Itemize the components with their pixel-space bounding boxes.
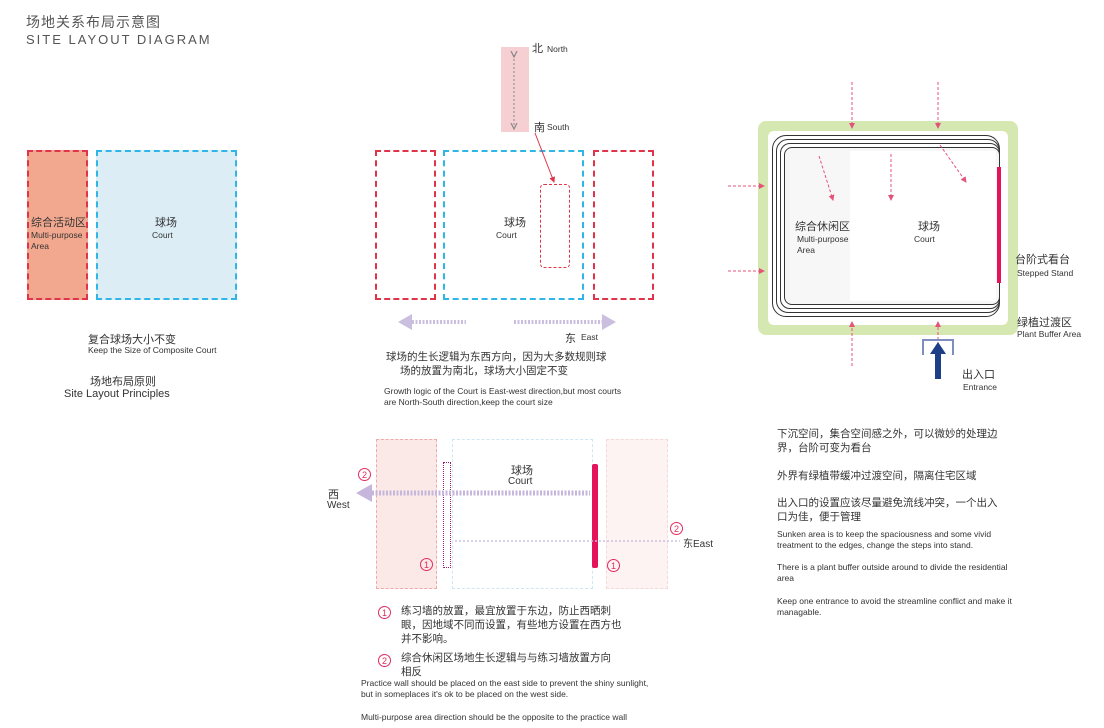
marker-2-west: 2 [358,468,371,481]
notes-cn-1b: 界，台阶可变为看台 [777,442,872,454]
south-label-en: South [547,122,570,132]
east-practice-wall [592,464,598,568]
court-area [96,150,237,300]
court-label-cn: 球场 [155,217,177,229]
note1-cn-2: 眼，因地域不同而设置，有些地方设置在西方也 [401,619,622,631]
entrance-label-en: Entrance [963,382,998,392]
panel3-court [850,151,996,301]
buffer-label-en: Plant Buffer Area [1017,329,1082,339]
entrance-label-cn: 出入口 [962,369,995,381]
west-label-cn: 西 [328,489,339,501]
west-label-en: West [327,500,350,511]
inflow-arrows [728,82,967,366]
notes-en-1a: Sunken area is to keep the spaciousness … [777,529,992,539]
notes-cn-1a: 下沉空间，集合空间感之外，可以微妙的处理边 [777,428,998,440]
west-arrow-panel2 [398,314,466,330]
principle-label-cn: 场地布局原则 [90,376,156,388]
notes-en-1b: treatment to the edges, change the steps… [777,540,974,550]
panel3-court-cn: 球场 [918,221,940,233]
notes-en-3a: Keep one entrance to avoid the streamlin… [777,596,1012,606]
note1-cn-3: 并不影响。 [401,633,454,645]
rotated-court-outline [540,184,570,268]
note-en-2: Multi-purpose area direction should be t… [361,712,628,722]
marker-1-east: 1 [607,559,620,572]
marker-1-west: 1 [420,558,433,571]
north-label-en: North [547,44,568,54]
notes-cn-3b: 口为佳，便于管理 [777,511,861,523]
panel2-desc-cn-1: 球场的生长逻辑为东西方向，因为大多数规则球 [386,351,607,363]
legend-marker-1: 1 [378,606,391,619]
multi-purpose-label-en: Multi-purpose [31,230,83,240]
court-label-en: Court [152,230,173,240]
principle-label-en: Site Layout Principles [64,388,170,400]
panel2-desc-en-2: are North-South direction,keep the court… [384,397,553,407]
court-zone [443,150,584,300]
multi-purpose-label-en-2: Area [31,241,49,251]
panel4-court-en: Court [508,476,533,487]
leisure-label-cn: 综合休闲区 [795,221,850,233]
west-zone [375,150,436,300]
panel2-desc-en-1: Growth logic of the Court is East-west d… [384,386,622,396]
west-arrow-panel4 [356,484,590,502]
multi-purpose-area [27,150,88,300]
buffer-label-cn: 绿植过渡区 [1017,317,1072,329]
multi-purpose-label-cn: 综合活动区 [31,217,86,229]
notes-en-2b: area [777,573,795,583]
note-en-1b: but in someplaces it's ok to be placed o… [361,689,569,699]
notes-en-2a: There is a plant buffer outside around t… [777,562,1008,572]
panel2-desc-cn-2: 场的放置为南北，球场大小固定不变 [400,365,568,377]
leisure-label-en: Multi-purpose [797,234,849,244]
north-label-cn: 北 [532,43,543,55]
east-label-cn: 东 [565,333,576,345]
east-label: 东East [683,539,714,550]
rotation-pointer [534,132,555,183]
panel4-court-cn: 球场 [511,465,533,477]
notes-en-3b: managable. [777,607,822,617]
stand-label-en: Stepped Stand [1017,268,1074,278]
note-en-1a: Practice wall should be placed on the ea… [361,678,649,688]
marker-2-east: 2 [670,522,683,535]
notes-cn-3a: 出入口的设置应该尽量避免流线冲突，一个出入 [777,497,998,509]
leisure-label-en-2: Area [797,245,815,255]
note2-cn-2: 相反 [401,666,422,678]
south-label-cn: 南 [534,122,545,134]
east-label-en: East [581,332,599,342]
legend-marker-2: 2 [378,654,391,667]
stepped-stand [997,167,1001,283]
panel2-court-cn: 球场 [504,217,526,229]
entrance-icon [922,339,954,379]
note1-cn-1: 练习墙的放置，最宜放置于东边，防止西晒刺 [401,605,611,617]
east-zone [593,150,654,300]
panel1-caption-cn: 复合球场大小不变 [88,334,176,346]
panel1-caption-en: Keep the Size of Composite Court [88,345,217,355]
note2-cn-1: 综合休闲区场地生长逻辑与与练习墙放置方向 [401,652,611,664]
page-title-cn: 场地关系布局示意图 [26,14,161,30]
notes-cn-2: 外界有绿植带缓冲过渡空间，隔离住宅区域 [777,470,977,482]
page-title-en: SITE LAYOUT DIAGRAM [26,32,212,47]
east-arrow-panel2 [514,314,616,330]
west-practice-wall [443,462,451,568]
panel2-court-en: Court [496,230,517,240]
panel3-court-en: Court [914,234,935,244]
stand-label-cn: 台阶式看台 [1015,254,1070,266]
